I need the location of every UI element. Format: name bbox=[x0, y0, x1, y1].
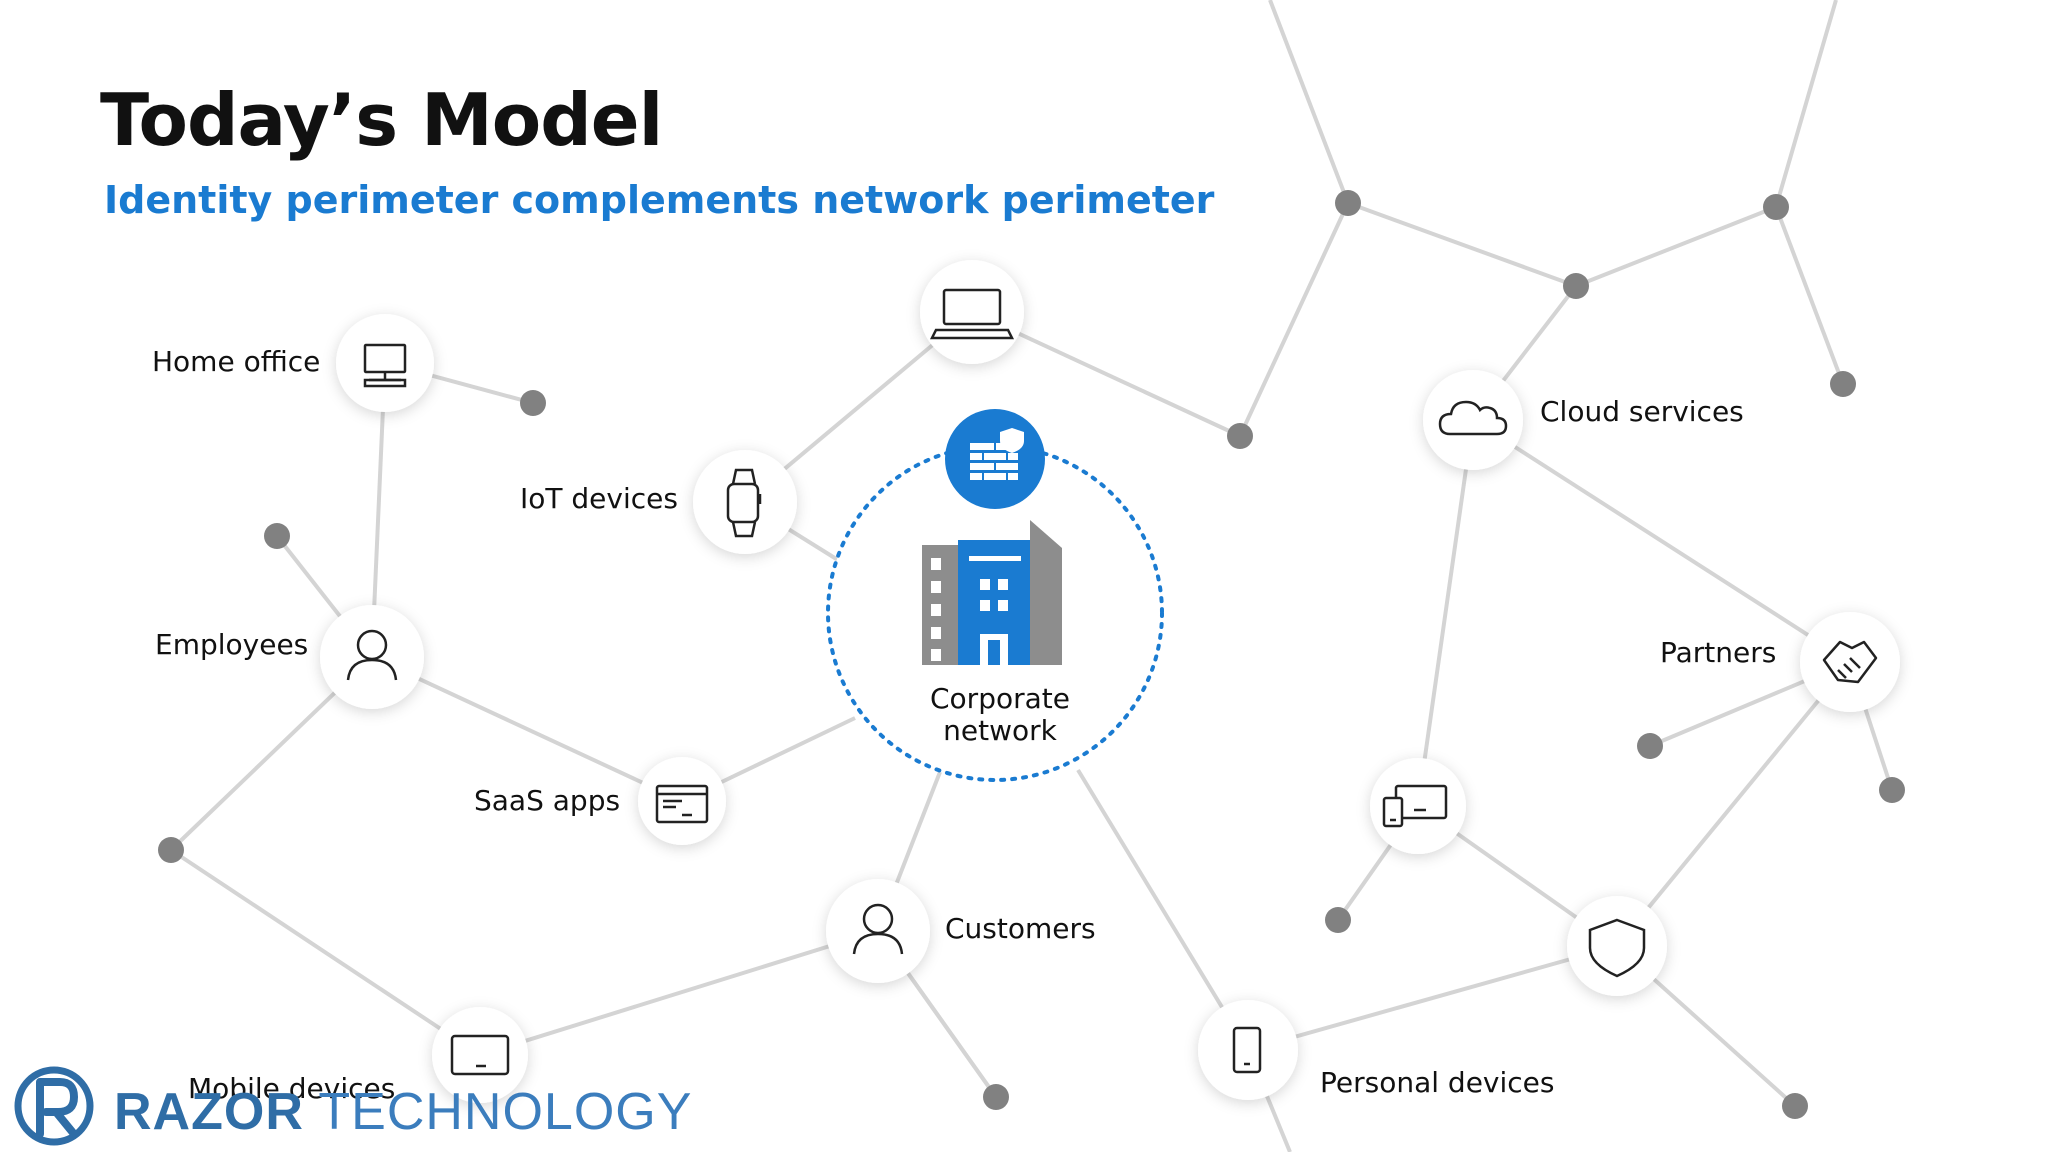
person-icon bbox=[852, 903, 904, 955]
laptop-icon bbox=[929, 288, 1015, 340]
node-devices bbox=[1370, 758, 1466, 854]
label-personal-devices: Personal devices bbox=[1320, 1066, 1555, 1099]
node-laptop bbox=[920, 260, 1024, 364]
shield-icon bbox=[1588, 918, 1646, 978]
label-partners: Partners bbox=[1660, 636, 1777, 669]
label-employees: Employees bbox=[155, 628, 309, 661]
node-employees bbox=[320, 605, 424, 709]
corporate-network-label: Corporate network bbox=[890, 683, 1110, 747]
label-saas-apps: SaaS apps bbox=[474, 784, 621, 817]
watch-icon bbox=[726, 468, 762, 538]
label-home-office: Home office bbox=[152, 345, 321, 378]
page-title: Today’s Model bbox=[100, 78, 663, 162]
node-partners bbox=[1800, 612, 1900, 712]
node-saas-apps bbox=[638, 757, 726, 845]
node-security bbox=[1567, 896, 1667, 996]
logo-light-text: TECHNOLOGY bbox=[303, 1083, 693, 1141]
firewall-icon bbox=[970, 428, 1024, 480]
building-icon bbox=[922, 520, 1062, 665]
node-cloud-services bbox=[1423, 370, 1523, 470]
logo-bold-text: RAZOR bbox=[114, 1083, 304, 1141]
node-customers bbox=[826, 879, 930, 983]
handshake-icon bbox=[1822, 640, 1878, 684]
app-window-icon bbox=[655, 784, 709, 824]
node-personal-devices bbox=[1198, 1000, 1298, 1100]
label-cloud-services: Cloud services bbox=[1540, 395, 1744, 428]
tablet-icon bbox=[450, 1034, 510, 1076]
node-home-office bbox=[336, 314, 434, 412]
node-iot-devices bbox=[693, 450, 797, 554]
label-mobile-devices: Mobile devices bbox=[188, 1072, 396, 1105]
company-logo-text: RAZOR TECHNOLOGY bbox=[114, 1082, 692, 1142]
label-customers: Customers bbox=[945, 912, 1096, 945]
corporate-network-line1: Corporate bbox=[930, 682, 1070, 715]
firewall-badge bbox=[945, 409, 1045, 509]
cloud-icon bbox=[1438, 400, 1508, 436]
corporate-network-line2: network bbox=[943, 714, 1057, 747]
devices-icon bbox=[1382, 784, 1448, 828]
r-logo-icon bbox=[14, 1066, 94, 1146]
junction-dots bbox=[158, 190, 1905, 1119]
node-mobile-devices bbox=[432, 1007, 528, 1103]
corporate-network bbox=[826, 409, 1164, 782]
page-subtitle: Identity perimeter complements network p… bbox=[104, 178, 1215, 222]
desktop-icon bbox=[363, 343, 407, 388]
person-icon bbox=[346, 629, 398, 681]
phone-icon bbox=[1232, 1026, 1262, 1074]
label-iot-devices: IoT devices bbox=[520, 482, 678, 515]
